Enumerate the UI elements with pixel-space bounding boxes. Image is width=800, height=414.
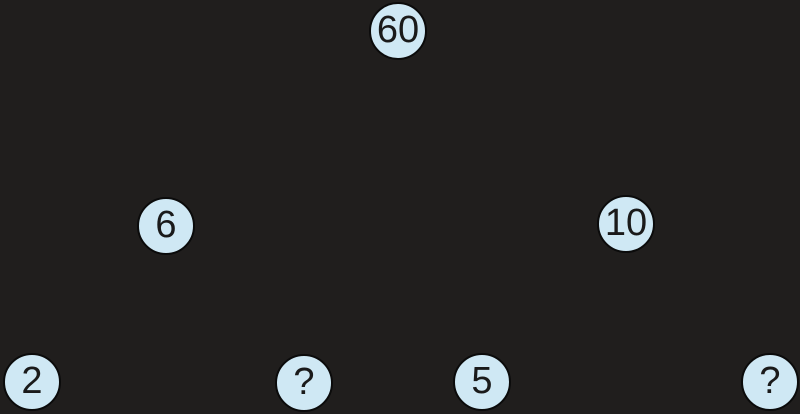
tree-node-leaf-2-unknown: ? [275, 354, 333, 412]
tree-node-leaf-3: 5 [453, 353, 511, 411]
tree-node-root: 60 [369, 2, 427, 60]
tree-node-level1-left: 6 [137, 197, 195, 255]
tree-node-leaf-1: 2 [3, 353, 61, 411]
tree-node-leaf-4-unknown: ? [741, 353, 799, 411]
tree-node-level1-right: 10 [597, 195, 655, 253]
